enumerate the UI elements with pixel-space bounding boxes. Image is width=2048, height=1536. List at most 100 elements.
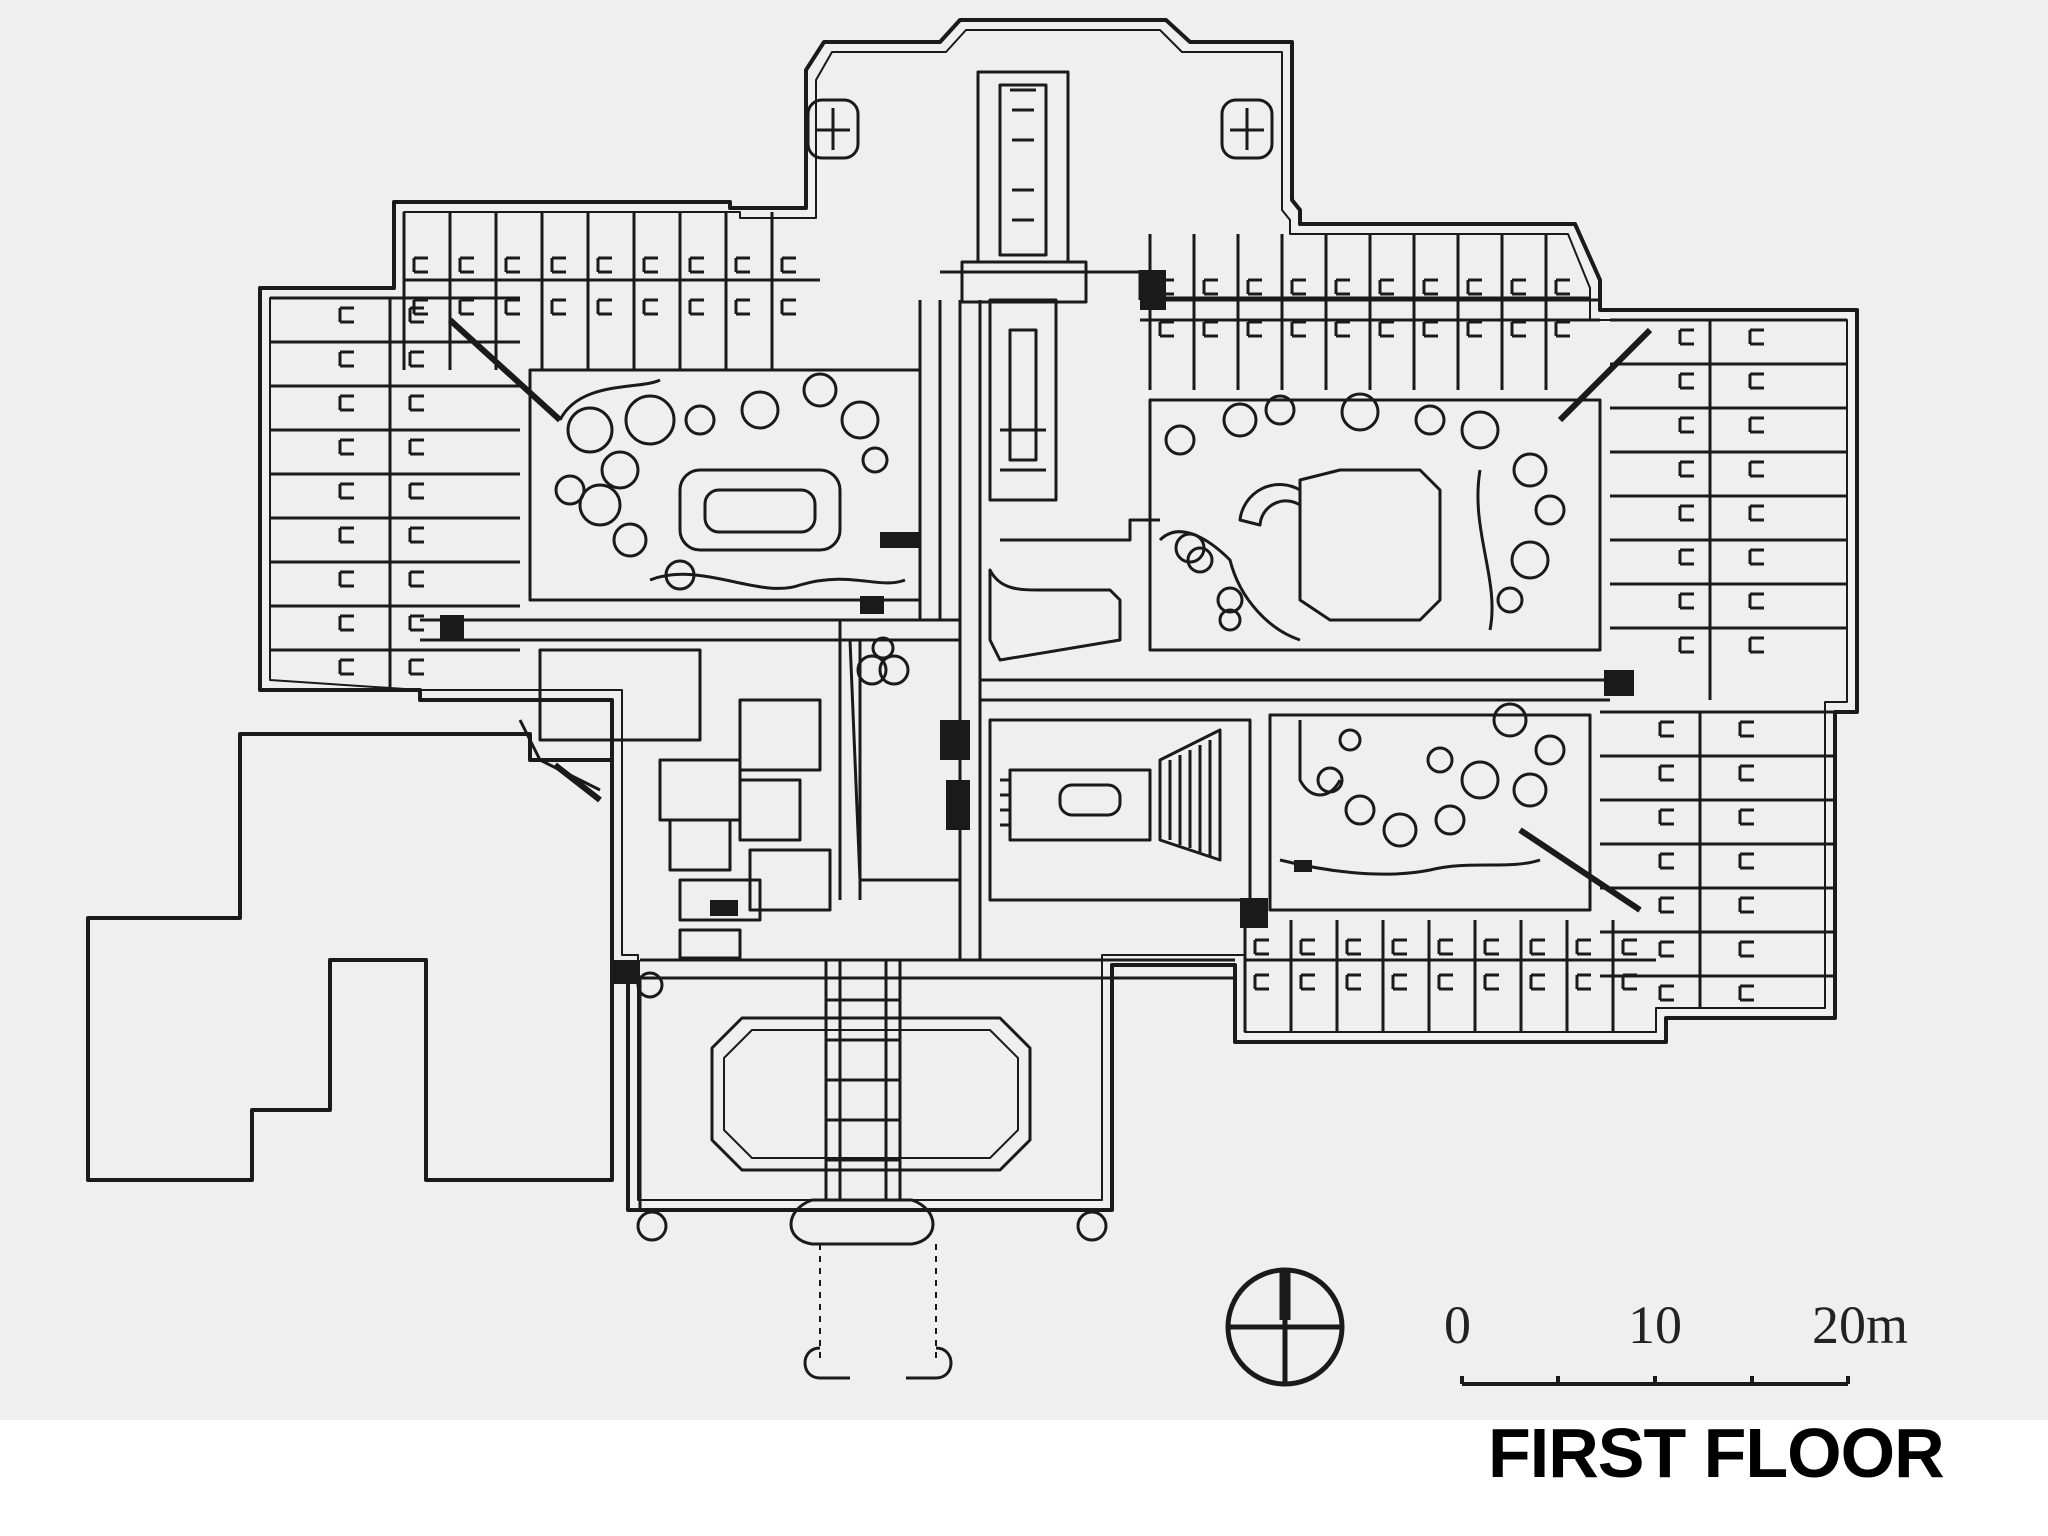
bathroom-fixture (1748, 328, 1764, 346)
bathroom-fixture (1678, 548, 1694, 566)
bathroom-fixture (338, 526, 354, 544)
bathroom-fixture (338, 306, 354, 324)
bathroom-fixture (412, 256, 428, 274)
bathroom-fixture (408, 394, 424, 412)
bathroom-fixture (550, 298, 566, 316)
bathroom-fixture (1391, 973, 1407, 991)
bathroom-fixture (1678, 328, 1694, 346)
stair-towers (806, 98, 1274, 160)
bathroom-fixture (1748, 504, 1764, 522)
bathroom-fixture (1290, 278, 1306, 296)
bathroom-fixture (1748, 592, 1764, 610)
scale-label-10: 10 (1628, 1295, 1682, 1355)
main-building-outline (258, 18, 1859, 1212)
bathroom-fixture (504, 256, 520, 274)
bathroom-fixture (408, 438, 424, 456)
bathroom-fixture (1299, 973, 1315, 991)
bathroom-fixture (1658, 720, 1674, 738)
central-hall (988, 718, 1252, 902)
north-chapel (960, 70, 1088, 502)
bathroom-fixture (1466, 278, 1482, 296)
bathroom-fixture (1422, 278, 1438, 296)
bathroom-fixture (1658, 852, 1674, 870)
bathroom-fixture (734, 298, 750, 316)
bathroom-fixture (1678, 636, 1694, 654)
bathroom-fixture (338, 658, 354, 676)
bathroom-fixture (408, 306, 424, 324)
bathroom-fixture (1422, 320, 1438, 338)
bathroom-fixture (1246, 320, 1262, 338)
bathroom-fixture (1202, 278, 1218, 296)
bathroom-fixture (408, 350, 424, 368)
bathroom-fixture (408, 658, 424, 676)
bathroom-fixture (1158, 320, 1174, 338)
bathroom-fixture (1554, 320, 1570, 338)
bathroom-fixture (338, 614, 354, 632)
northeast-courtyard (1148, 392, 1602, 652)
bathroom-fixture (780, 256, 796, 274)
bathroom-fixture (504, 298, 520, 316)
bathroom-fixture (1678, 460, 1694, 478)
bathroom-fixture (642, 256, 658, 274)
bathroom-fixture (338, 570, 354, 588)
bathroom-fixture (780, 298, 796, 316)
bathroom-fixture (1299, 938, 1315, 956)
office-cluster (518, 648, 832, 960)
scale-bar (1460, 1376, 1850, 1386)
bathroom-fixture (458, 298, 474, 316)
guest-room-wings (270, 212, 1847, 1032)
floor-plan-svg (86, 18, 1859, 1387)
bathroom-fixture (1738, 808, 1754, 826)
service-cores (440, 270, 1634, 984)
bathroom-fixture (1658, 940, 1674, 958)
bathroom-fixture (1678, 372, 1694, 390)
bathroom-fixture (408, 614, 424, 632)
bathroom-fixture (1529, 973, 1545, 991)
bathroom-fixture (1658, 896, 1674, 914)
bathroom-fixture (338, 438, 354, 456)
bathroom-fixture (1738, 940, 1754, 958)
bathroom-fixture (1345, 938, 1361, 956)
bathroom-fixture (1529, 938, 1545, 956)
bathroom-fixture (1334, 320, 1350, 338)
bathroom-fixture (1334, 278, 1350, 296)
bathroom-fixture (1246, 278, 1262, 296)
bathroom-fixture (1658, 808, 1674, 826)
central-garden (856, 518, 1244, 686)
corridors (420, 270, 1610, 980)
northwest-courtyard (528, 368, 922, 602)
bathroom-fixture (1391, 938, 1407, 956)
diagonal-connectors (447, 317, 1653, 913)
bathroom-fixture (1678, 416, 1694, 434)
bathroom-fixture (1483, 973, 1499, 991)
bathroom-fixture (1658, 764, 1674, 782)
bathroom-fixture (1575, 973, 1591, 991)
bathroom-fixture (338, 394, 354, 412)
compass-north-arrow-icon (1225, 1267, 1345, 1387)
bathroom-fixture (1554, 278, 1570, 296)
bathroom-fixture (550, 256, 566, 274)
bathroom-fixture (1748, 548, 1764, 566)
bathroom-fixture (1510, 278, 1526, 296)
bathroom-fixture (1437, 973, 1453, 991)
bathroom-fixture (1345, 973, 1361, 991)
bathroom-fixture (1658, 984, 1674, 1002)
scale-label-20m: 20m (1812, 1295, 1909, 1355)
bathroom-fixture (596, 298, 612, 316)
scale-label-0: 0 (1444, 1295, 1471, 1355)
entrance-hall (848, 638, 962, 882)
bathroom-fixture (408, 526, 424, 544)
bathroom-fixture (1253, 938, 1269, 956)
bathroom-fixture (734, 256, 750, 274)
bathroom-fixture (1748, 372, 1764, 390)
bathroom-fixture (1466, 320, 1482, 338)
left-outbuilding (86, 732, 614, 1182)
entrance-drive (636, 960, 1108, 1380)
bathroom-fixture (1621, 973, 1637, 991)
bathroom-fixture (1738, 896, 1754, 914)
bathroom-fixture (1290, 320, 1306, 338)
bathroom-fixture (1738, 764, 1754, 782)
bathroom-fixture (596, 256, 612, 274)
bathroom-fixture (1202, 320, 1218, 338)
bathroom-fixture (1378, 320, 1394, 338)
